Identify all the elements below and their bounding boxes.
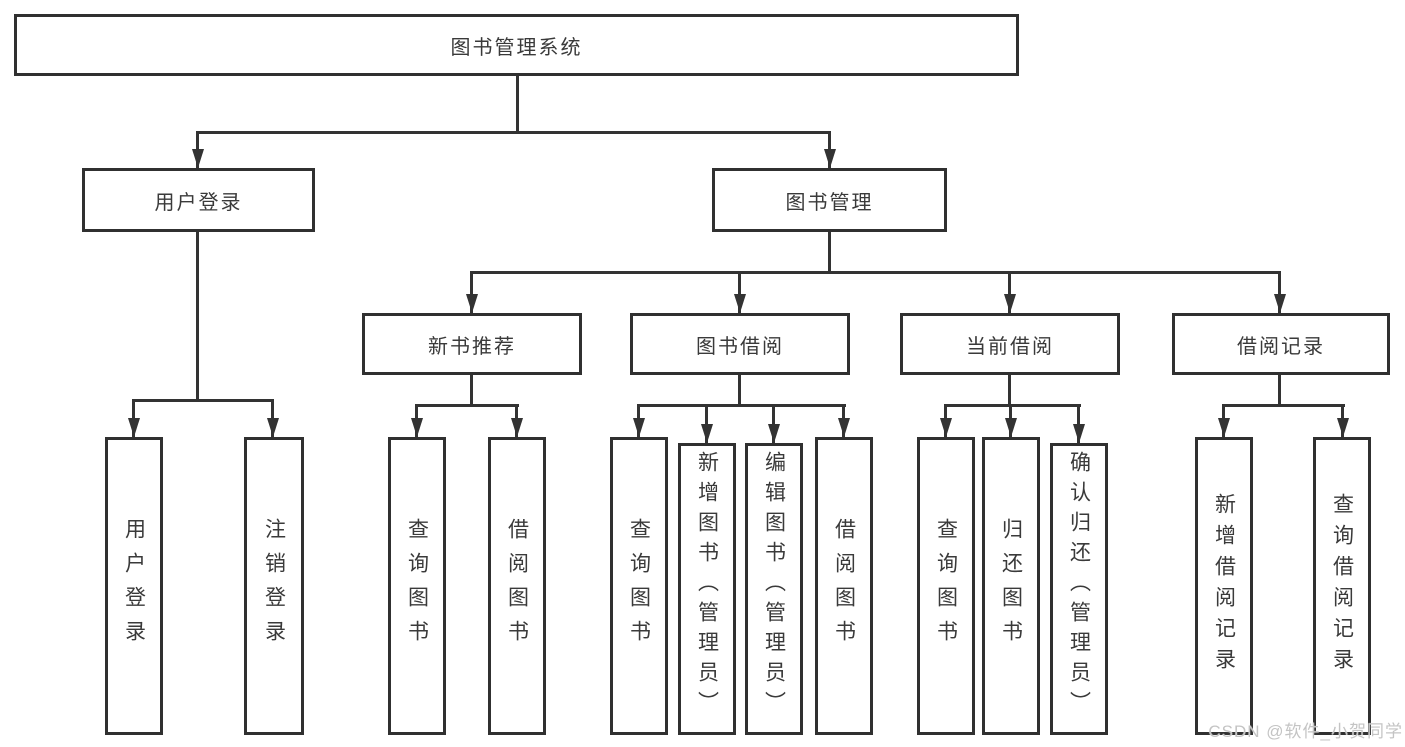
connector-stub [1278, 375, 1281, 407]
arrow-down-icon [824, 149, 836, 168]
leaf-query-books-recommend: 查询图书 [388, 437, 446, 735]
leaf-label: 归还图书 [999, 518, 1023, 654]
leaf-add-borrow-record: 新增借阅记录 [1195, 437, 1253, 735]
arrow-down-icon [511, 418, 523, 437]
arrow-down-icon [1073, 424, 1085, 443]
leaf-borrow-books-recommend: 借阅图书 [488, 437, 546, 735]
node-book-management: 图书管理 [712, 168, 947, 232]
arrow-down-icon [1274, 294, 1286, 313]
leaf-label: 借阅图书 [505, 518, 529, 654]
leaf-add-book-admin: 新增图书（管理员） [678, 443, 736, 735]
node-label: 借阅记录 [1237, 335, 1325, 358]
watermark: CSDN @软件_小贺同学 [1208, 722, 1403, 741]
arrow-down-icon [1337, 418, 1349, 437]
connector-login-bar [133, 399, 274, 402]
node-label: 用户登录 [154, 191, 243, 214]
connector-bar [1223, 404, 1345, 407]
leaf-borrow-books: 借阅图书 [815, 437, 873, 735]
leaf-edit-book-admin: 编辑图书（管理员） [745, 443, 803, 735]
arrow-down-icon [768, 424, 780, 443]
connector-stem [738, 271, 741, 313]
connector-root-stub [516, 76, 519, 134]
leaf-label: 编辑图书（管理员） [762, 451, 786, 721]
connector-bar [416, 404, 519, 407]
leaf-query-borrow-record: 查询借阅记录 [1313, 437, 1371, 735]
arrow-down-icon [1004, 294, 1016, 313]
node-new-book-recommend: 新书推荐 [362, 313, 582, 375]
connector-stem [470, 271, 473, 313]
node-label: 图书管理系统 [450, 36, 583, 59]
node-label: 新书推荐 [428, 335, 516, 358]
connector-mgmt-stub [828, 232, 831, 274]
connector-mgmt-bar [471, 271, 1281, 274]
node-label: 图书管理 [785, 191, 874, 214]
node-user-login: 用户登录 [82, 168, 315, 232]
leaf-label: 用户登录 [122, 518, 146, 654]
arrow-down-icon [411, 418, 423, 437]
connector-stem [1008, 271, 1011, 313]
node-label: 当前借阅 [966, 335, 1054, 358]
arrow-down-icon [466, 294, 478, 313]
connector-bar [638, 404, 846, 407]
leaf-return-book: 归还图书 [982, 437, 1040, 735]
leaf-query-books-borrow: 查询图书 [610, 437, 668, 735]
node-label: 图书借阅 [696, 335, 784, 358]
leaf-label: 新增图书（管理员） [695, 451, 719, 721]
connector-stub [470, 375, 473, 407]
leaf-label: 新增借阅记录 [1212, 493, 1236, 679]
leaf-label: 查询图书 [934, 518, 958, 654]
connector-root-bar [197, 131, 831, 134]
connector-stem [1278, 271, 1281, 313]
leaf-label: 借阅图书 [832, 518, 856, 654]
leaf-label: 注销登录 [262, 518, 286, 654]
leaf-query-books-current: 查询图书 [917, 437, 975, 735]
arrow-down-icon [1005, 418, 1017, 437]
connector-stem [1077, 404, 1080, 443]
arrow-down-icon [192, 149, 204, 168]
arrow-down-icon [128, 418, 140, 437]
connector-login-stub [196, 232, 199, 402]
arrow-down-icon [701, 424, 713, 443]
connector-stub [1008, 375, 1011, 407]
node-book-borrow: 图书借阅 [630, 313, 850, 375]
arrow-down-icon [734, 294, 746, 313]
node-current-borrow: 当前借阅 [900, 313, 1120, 375]
leaf-label: 查询图书 [627, 518, 651, 654]
connector-stem [772, 404, 775, 443]
leaf-logout-login: 注销登录 [244, 437, 304, 735]
connector-stub [738, 375, 741, 407]
arrow-down-icon [633, 418, 645, 437]
leaf-label: 查询图书 [405, 518, 429, 654]
node-library-management-system: 图书管理系统 [14, 14, 1019, 76]
leaf-confirm-return-admin: 确认归还（管理员） [1050, 443, 1108, 735]
node-borrow-records: 借阅记录 [1172, 313, 1390, 375]
leaf-user-login: 用户登录 [105, 437, 163, 735]
arrow-down-icon [940, 418, 952, 437]
arrow-down-icon [267, 418, 279, 437]
leaf-label: 查询借阅记录 [1330, 493, 1354, 679]
leaf-label: 确认归还（管理员） [1067, 451, 1091, 721]
arrow-down-icon [838, 418, 850, 437]
connector-bar [945, 404, 1081, 407]
connector-stem [705, 404, 708, 443]
arrow-down-icon [1218, 418, 1230, 437]
